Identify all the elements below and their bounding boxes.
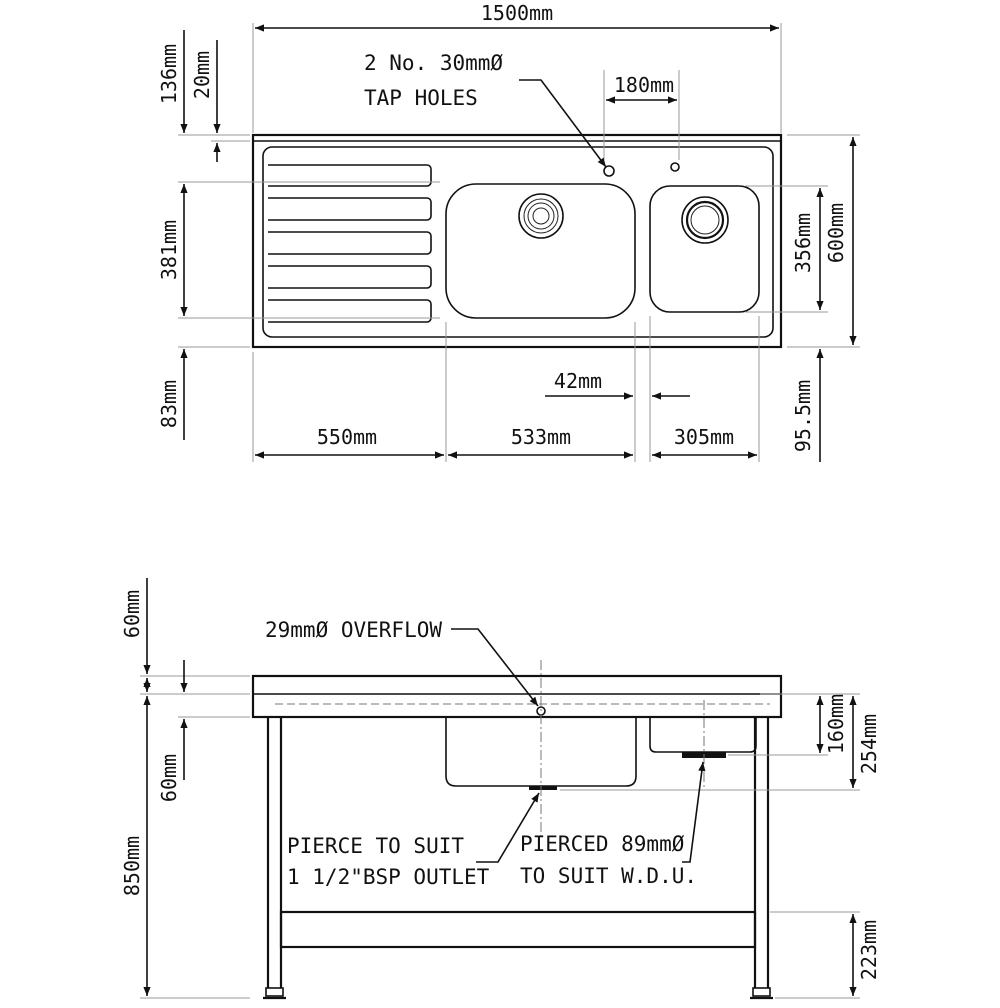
dim-drainer-depth: 381mm (157, 220, 181, 280)
elev-extension-lines (140, 675, 860, 999)
dim-elev-upstand: 60mm (120, 590, 144, 638)
elev-worktop (251, 674, 783, 719)
wdu-note-line2: TO SUIT W.D.U. (520, 864, 697, 888)
dim-elev-main-bowl-depth: 254mm (857, 714, 881, 774)
elev-outlet (529, 786, 557, 790)
dim-small-bowl-width: 305mm (674, 425, 734, 449)
main-bowl-waste (518, 193, 564, 239)
tap-holes-note-line1: 2 No. 30mmØ (364, 51, 503, 75)
outlet-note-line1: PIERCE TO SUIT (287, 834, 464, 858)
dim-back-upstand: 136mm (157, 44, 181, 104)
dim-front-setback: 95.5mm (791, 380, 815, 452)
tap-hole-icon (603, 165, 615, 177)
dim-small-bowl-depth: 356mm (791, 213, 815, 273)
plan-dimension-lines (180, 24, 857, 462)
dim-drainer-length: 550mm (317, 425, 377, 449)
elev-small-bowl (649, 717, 757, 753)
dim-top-edge: 20mm (190, 51, 214, 99)
overflow-leader (451, 628, 539, 707)
wdu-note-line1: PIERCED 89mmØ (520, 832, 685, 856)
plan-sink-outline (251, 133, 783, 349)
dim-main-bowl-width: 533mm (511, 425, 571, 449)
elev-dimension-lines (143, 578, 857, 996)
main-bowl (445, 183, 636, 319)
plan-view: 1500mm 180mm 2 No. 30mmØ TAP HOLES 550mm… (157, 1, 860, 462)
dim-tap-spacing: 180mm (614, 73, 674, 97)
small-bowl-waste (681, 196, 729, 244)
dim-overall-width: 1500mm (481, 1, 553, 25)
wdu-leader (682, 761, 706, 863)
outlet-leader (476, 792, 540, 863)
dim-bowl-gap: 42mm (554, 369, 602, 393)
plan-inner-tray (262, 146, 774, 338)
dim-front-margin: 83mm (157, 380, 181, 428)
small-bowl (649, 185, 760, 313)
dim-elev-worktop-overflow: 60mm (157, 754, 181, 802)
undershelf (279, 910, 757, 949)
drainer-ribs (268, 164, 432, 323)
elevation-view: 29mmØ OVERFLOW PIERCE TO SUIT 1 1/2"BSP … (120, 578, 881, 1000)
tap-hole-icon (670, 162, 680, 172)
dim-elev-small-bowl-depth: 160mm (824, 694, 848, 754)
dim-elev-overall-height: 850mm (120, 836, 144, 896)
overflow-note: 29mmØ OVERFLOW (265, 618, 442, 642)
dim-elev-undershelf: 223mm (857, 920, 881, 980)
tap-holes-note-line2: TAP HOLES (364, 86, 478, 110)
tap-hole-leader (519, 79, 607, 168)
outlet-note-line2: 1 1/2"BSP OUTLET (287, 865, 490, 889)
dim-overall-depth: 600mm (824, 203, 848, 263)
plan-extension-lines (178, 23, 860, 462)
